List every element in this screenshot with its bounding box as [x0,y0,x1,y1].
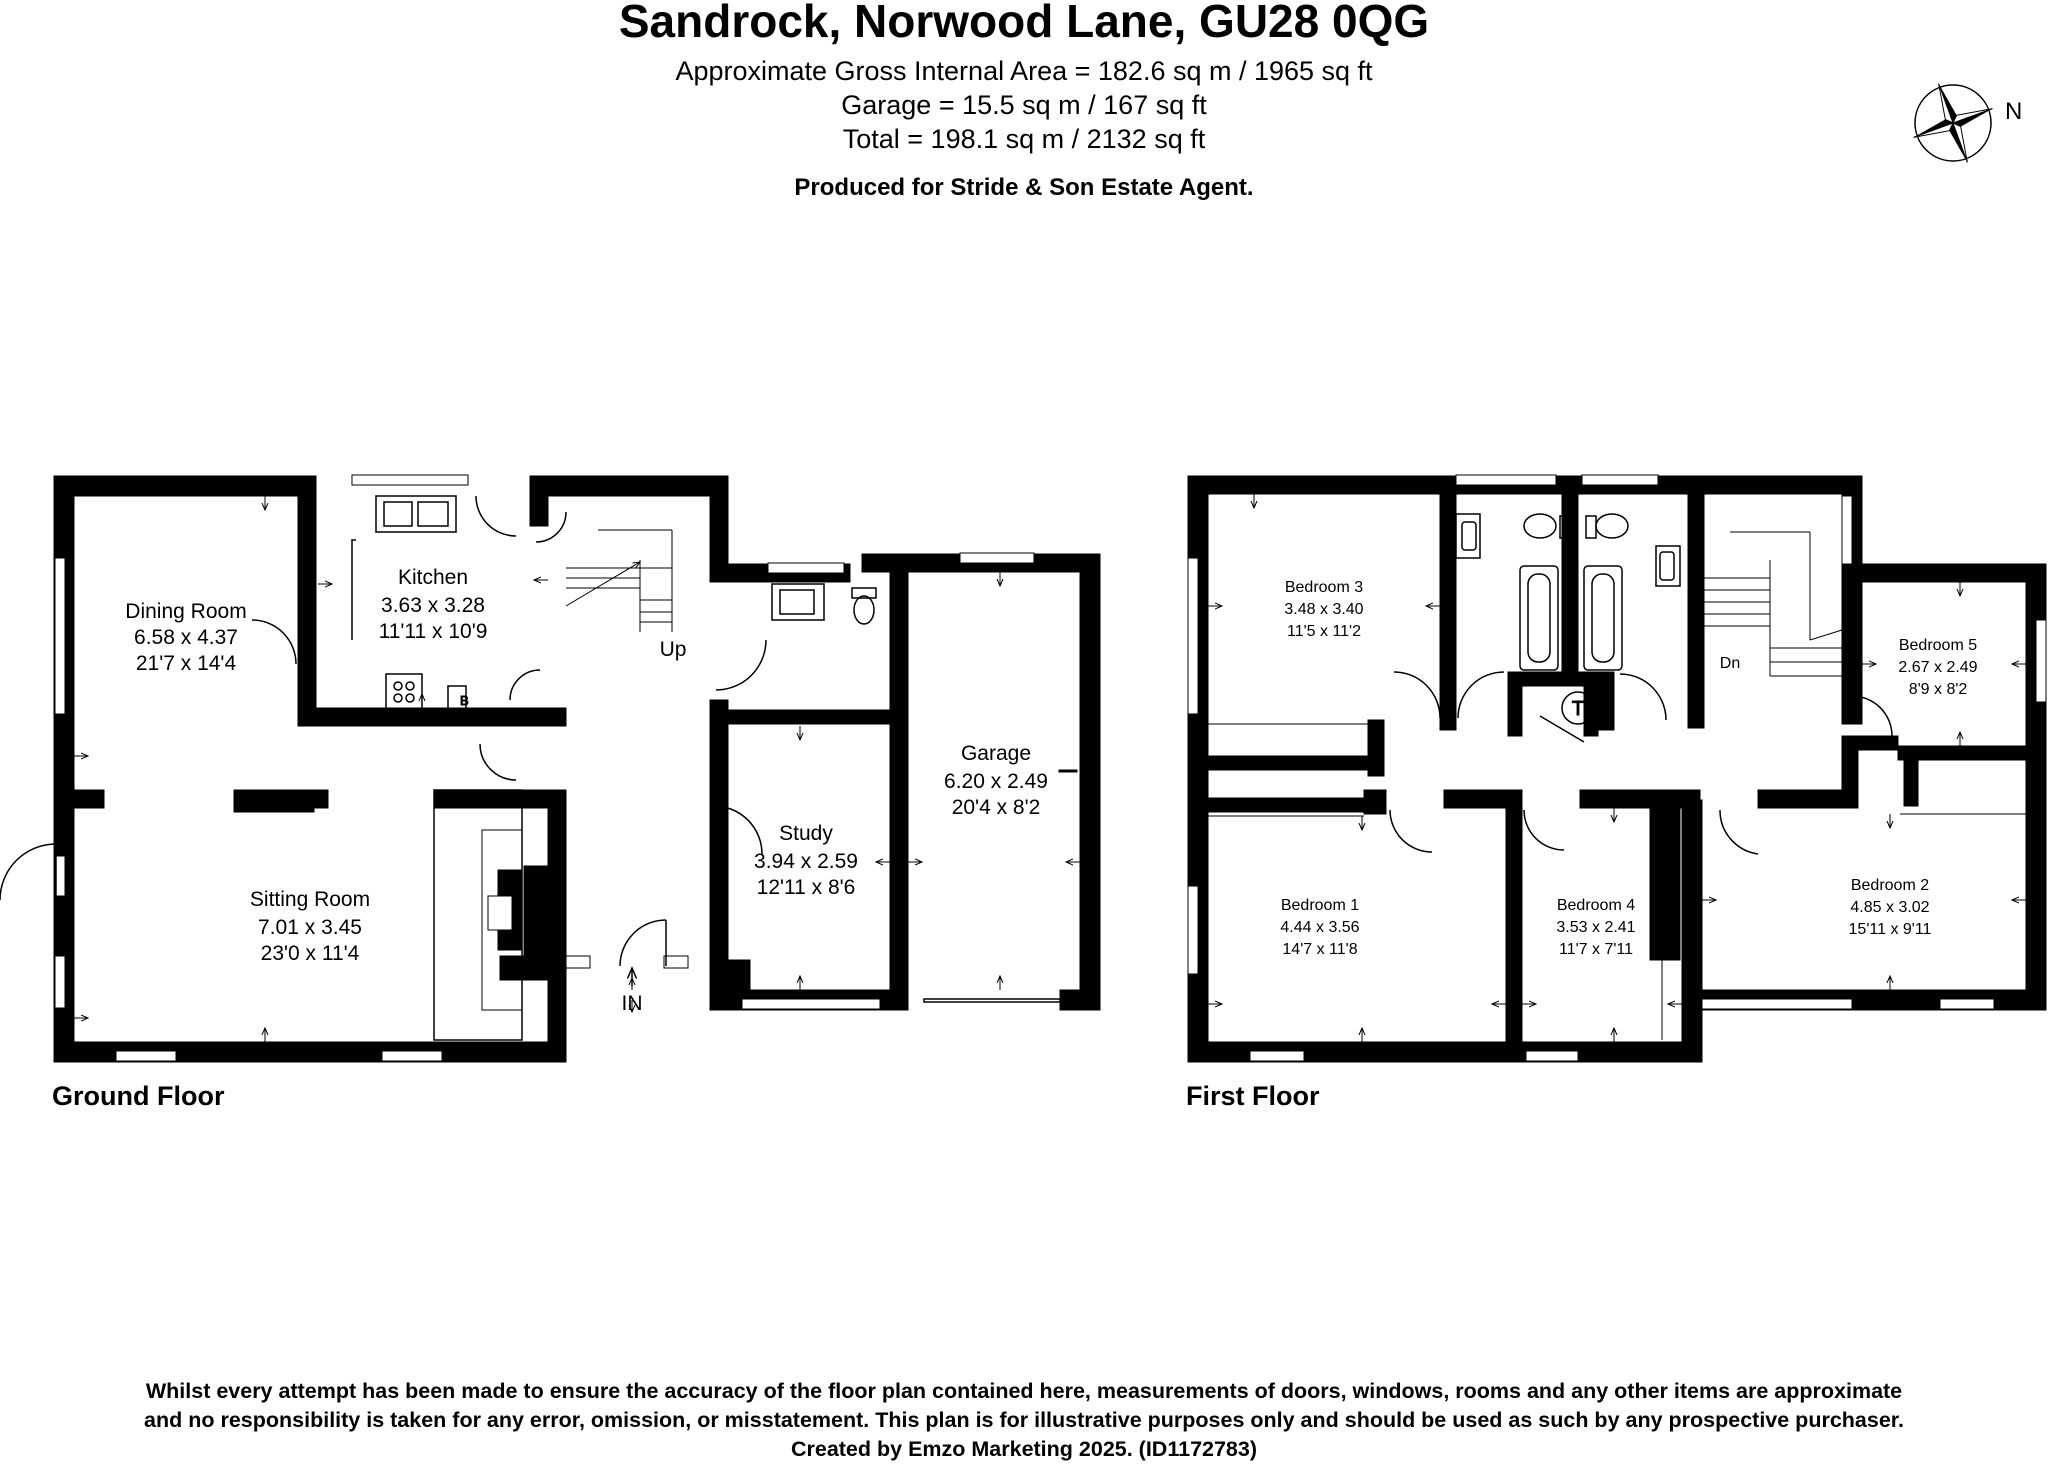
room-metric-kitchen: 3.63 x 3.28 [381,594,485,617]
room-imperial-dining-room: 21'7 x 14'4 [136,652,237,675]
stairs-down-label: Dn [1720,655,1740,672]
room-name-bedroom-4: Bedroom 4 [1557,897,1635,914]
room-metric-dining-room: 6.58 x 4.37 [134,626,238,649]
entrance-label: IN [622,992,643,1015]
compass-north-label: N [2005,98,2023,125]
ground-floor-walls [53,475,1101,1063]
room-imperial-bedroom-1: 14'7 x 11'8 [1282,941,1357,958]
disclaimer-line-3: Created by Emzo Marketing 2025. (ID11727… [790,1437,1258,1461]
ground-floor-label: Ground Floor [52,1081,225,1111]
produced-for: Produced for Stride & Son Estate Agent. [794,174,1254,201]
room-imperial-sitting-room: 23'0 x 11'4 [261,942,360,965]
first-floor-label: First Floor [1186,1081,1320,1111]
room-name-dining-room: Dining Room [125,600,246,623]
fireplace [433,789,523,1041]
first-floor-room-labels: Bedroom 3 3.48 x 3.40 11'5 x 11'2 Bedroo… [1280,579,1977,958]
bathroom-fittings [1455,513,1681,725]
ground-floor-room-labels: Dining Room 6.58 x 4.37 21'7 x 14'4 Kitc… [125,566,1048,1015]
garage-area: Garage = 15.5 sq m / 167 sq ft [841,90,1207,120]
first-floor-windows [1187,474,2047,1062]
room-name-bedroom-5: Bedroom 5 [1899,637,1977,654]
compass-rose-icon [1913,83,1993,163]
room-imperial-study: 12'11 x 8'6 [757,876,856,899]
ground-floor-windows [54,474,1061,1062]
room-metric-bedroom-3: 3.48 x 3.40 [1284,601,1363,618]
gross-internal-area: Approximate Gross Internal Area = 182.6 … [675,56,1373,86]
first-floor-plan: T [1187,474,2047,1063]
room-metric-bedroom-2: 4.85 x 3.02 [1850,899,1929,916]
room-imperial-bedroom-5: 8'9 x 8'2 [1909,681,1968,698]
first-floor-walls [1187,475,2047,1063]
room-name-bedroom-1: Bedroom 1 [1281,897,1359,914]
room-name-sitting-room: Sitting Room [250,888,370,911]
total-area: Total = 198.1 sq m / 2132 sq ft [842,124,1206,154]
room-metric-sitting-room: 7.01 x 3.45 [258,916,362,939]
page-title: Sandrock, Norwood Lane, GU28 0QG [618,0,1430,47]
room-metric-bedroom-4: 3.53 x 2.41 [1556,919,1635,936]
room-name-bedroom-3: Bedroom 3 [1285,579,1363,596]
room-metric-garage: 6.20 x 2.49 [944,770,1048,793]
disclaimer-line-2: and no responsibility is taken for any e… [144,1408,1904,1432]
ground-floor-dimension-arrows [74,496,1080,1042]
internal-pier [233,789,315,813]
room-imperial-bedroom-4: 11'7 x 7'11 [1559,941,1633,958]
room-name-bedroom-2: Bedroom 2 [1851,877,1929,894]
room-name-study: Study [779,822,833,845]
room-name-garage: Garage [961,742,1031,765]
room-name-kitchen: Kitchen [398,566,468,589]
room-imperial-bedroom-2: 15'11 x 9'11 [1849,921,1932,938]
ground-floor-doors [0,495,767,967]
ground-floor-plan: B [0,474,1101,1063]
stairs-up-label: Up [660,638,687,661]
tank-label: T [1572,698,1584,720]
wardrobes [1208,723,2026,1040]
room-imperial-kitchen: 11'11 x 10'9 [379,620,488,643]
boiler-label: B [460,693,469,708]
disclaimer-line-1: Whilst every attempt has been made to en… [145,1379,1903,1403]
first-floor-dimension-arrows [1208,494,2026,1042]
first-floor-stairs [1704,531,1843,677]
room-imperial-garage: 20'4 x 8'2 [952,796,1041,819]
room-metric-bedroom-5: 2.67 x 2.49 [1898,659,1977,676]
room-metric-bedroom-1: 4.44 x 3.56 [1280,919,1359,936]
room-imperial-bedroom-3: 11'5 x 11'2 [1287,623,1361,640]
room-metric-study: 3.94 x 2.59 [754,850,858,873]
kitchen-fittings [351,495,877,711]
first-floor-doors [1389,671,1897,855]
ground-floor-stairs [565,529,673,632]
